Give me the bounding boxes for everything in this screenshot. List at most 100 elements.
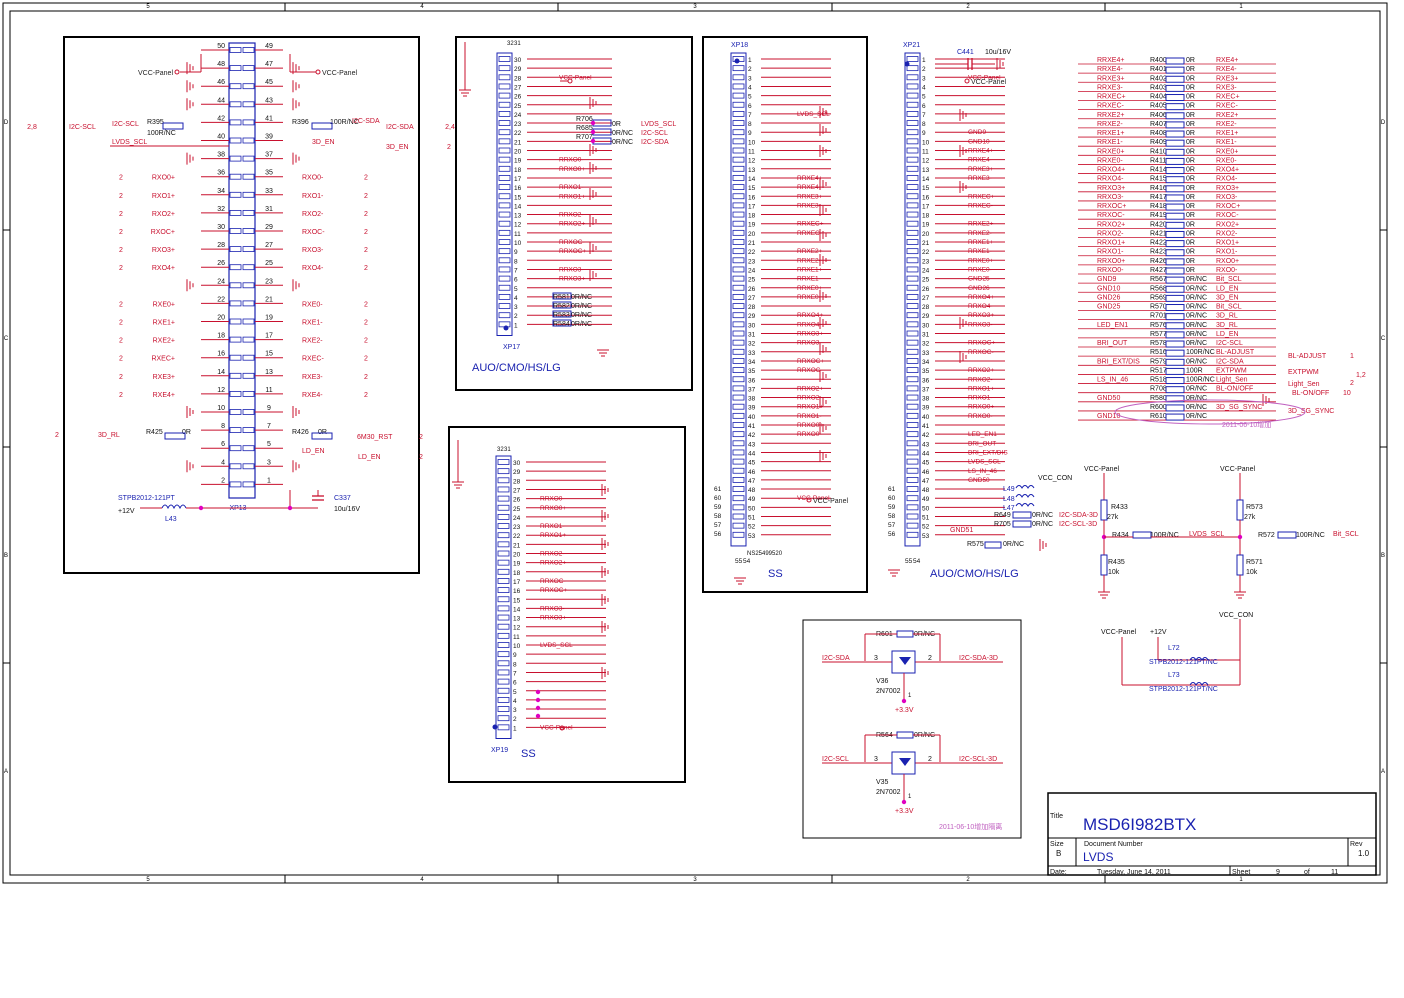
xp13-pin-number: 24 [217,278,225,285]
xp13-pin-number: 23 [265,278,273,285]
array-resistor-symbol [1165,103,1185,111]
array-left-net: GND26 [1097,294,1120,301]
ls-resistor-symbol [896,731,914,739]
xp19-pin-number: 28 [513,478,521,485]
xp18-pin [732,129,745,136]
array-left-net: RRXE3+ [1097,75,1124,82]
xp17-body [496,52,513,336]
l43-ref: L43 [165,516,177,523]
xp13-pin-number: 33 [265,188,273,195]
xp21-pin-number: 6 [922,103,926,110]
row-marker-right: A [1381,769,1385,775]
xp18-pin [732,394,745,401]
row-marker-right: C [1381,336,1386,342]
xp18-pin [732,293,745,300]
xp18-pin-number: 53 [748,533,756,540]
xp17-nc-resistor-symbol [552,310,572,318]
l72-part: STPB2012-121PT/NC [1149,659,1218,666]
array-resistor-value: 0R [1186,84,1195,91]
array-resistor-value: 0R [1186,103,1195,110]
array-right-net: 3D_RL [1216,322,1238,329]
xp13-6m30-rst: 6M30_RST [357,434,393,441]
xp18-vcc-panel: VCC-Panel [813,498,848,505]
xp18-pin [732,330,745,337]
xp18-pin-number: 43 [748,441,756,448]
sheet-total: 11 [1331,869,1338,876]
array-resistor-symbol [1165,386,1185,394]
xp18-pin-number: 36 [748,377,756,384]
xp17-pin [498,275,511,282]
sheet-label: Sheet [1232,869,1250,876]
xp17-pin [498,312,511,319]
xp19-pin-number: 30 [513,460,521,467]
xp18-net-label: RRXOC+ [797,358,824,365]
array-resistor-value: 0R [1186,130,1195,137]
xp13-net-label: RXO3+ [152,247,175,254]
xp18-net-label: RRXO1- [797,413,822,420]
r396-symbol [311,122,333,130]
xp19-pin [497,559,510,566]
array-right-net: RXE1- [1216,139,1237,146]
xp19-net-label: RRXO3+ [540,615,566,622]
xp18-pin [732,220,745,227]
xp21-pin-number: 46 [922,469,930,476]
xp17-resistor-ref: R707 [576,134,593,141]
l73-part: STPB2012-121PT/NC [1149,686,1218,693]
xp21-net-label: RRXE1+ [968,239,994,246]
r396-ref: R396 [292,119,309,126]
xp13-pin-left [229,390,242,397]
xp18-pin-number: 23 [748,258,756,265]
xp13-pin-right [242,354,255,361]
xp19-pin-number: 21 [513,542,521,549]
array-resistor-value: 0R [1186,249,1195,256]
array-right-net: I2C-SCL [1216,340,1243,347]
xp13-pin-left [229,65,242,71]
array-left-net: RRXO2- [1097,230,1124,237]
xp21-pin-number: 4 [922,84,926,91]
r575-symbol [984,541,1002,549]
array-resistor-ref: R578 [1150,340,1167,347]
xp17-pin-number: 26 [514,94,522,101]
xp13-net-label: RXO1- [302,193,324,200]
xp21-pin [906,193,919,200]
xp17-pin-number: 20 [514,149,522,156]
xp18-pin [732,138,745,145]
xp18-pin-number: 27 [748,295,756,302]
xp17-nc-resistor-value: 0R/NC [571,303,592,310]
of-label: of [1304,869,1310,876]
xp21-pin-number: 3 [922,75,926,82]
array-resistor-symbol [1165,294,1185,302]
array-resistor-symbol [1165,349,1185,357]
xp17-pin [498,74,511,81]
xp13-pin-left [229,228,242,234]
xp21-vcc-panel: VCC-Panel [971,79,1006,86]
array-resistor-symbol [1165,276,1185,284]
xp13-net-label: RXE3- [302,374,323,381]
xp21-pin-number: 47 [922,478,930,485]
xp21-pin [906,358,919,364]
array-resistor-value: 0R [1186,258,1195,265]
xp17-pin [498,220,511,227]
xp21-pin-number: 39 [922,405,930,412]
array-resistor-ref: R569 [1150,294,1167,301]
xp13-net-label: RXO1+ [152,193,175,200]
xp13-sheet-ref: 2 [119,265,123,272]
xp18-pin [732,257,745,264]
junction [198,505,204,511]
array-resistor-value: 0R/NC [1186,331,1207,338]
sheet-inner-border [9,10,1381,876]
xp18-pin-number: 15 [748,185,756,192]
xp17-net-label: RRXOC+ [559,248,586,255]
xp13-pin-right [242,336,255,343]
xp19-pin [497,669,510,676]
xp17-pin [498,65,511,72]
ls-mosfet-ref: V36 [876,678,889,685]
xp13-sheet-ref: 2 [364,301,368,308]
xp17-net-label: RRXO2- [559,212,584,219]
array-resistor-symbol [1165,194,1185,202]
xp13-net-label: RXE1- [302,320,323,327]
xp21-pin [906,339,919,346]
array-resistor-symbol [1165,148,1185,156]
xp18-side-pin: 57 [714,522,722,529]
